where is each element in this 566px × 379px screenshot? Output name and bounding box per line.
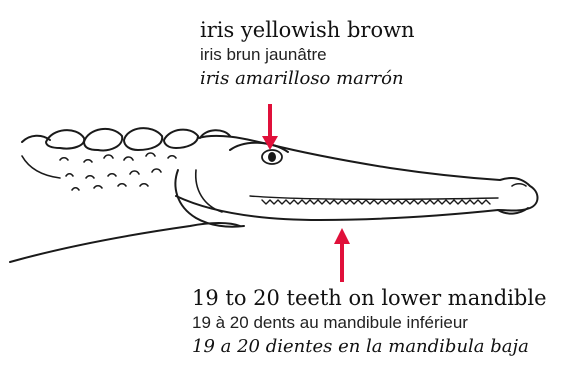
teeth-label: 19 to 20 teeth on lower mandible 19 à 20… [192, 286, 547, 357]
nostril [512, 184, 526, 186]
eye-icon [262, 150, 282, 164]
brow-ridge [230, 143, 288, 152]
teeth-row [262, 200, 490, 204]
teeth-pointer-arrow [334, 228, 350, 282]
neck-outline [10, 223, 240, 262]
cheek-curve [175, 170, 244, 227]
dorsal-scutes [22, 128, 230, 150]
teeth-label-french: 19 à 20 dents au mandibule inférieur [192, 313, 547, 333]
side-scales [60, 153, 176, 190]
teeth-label-english: 19 to 20 teeth on lower mandible [192, 286, 547, 311]
teeth-label-spanish: 19 a 20 dientes en la mandibula baja [192, 336, 547, 358]
